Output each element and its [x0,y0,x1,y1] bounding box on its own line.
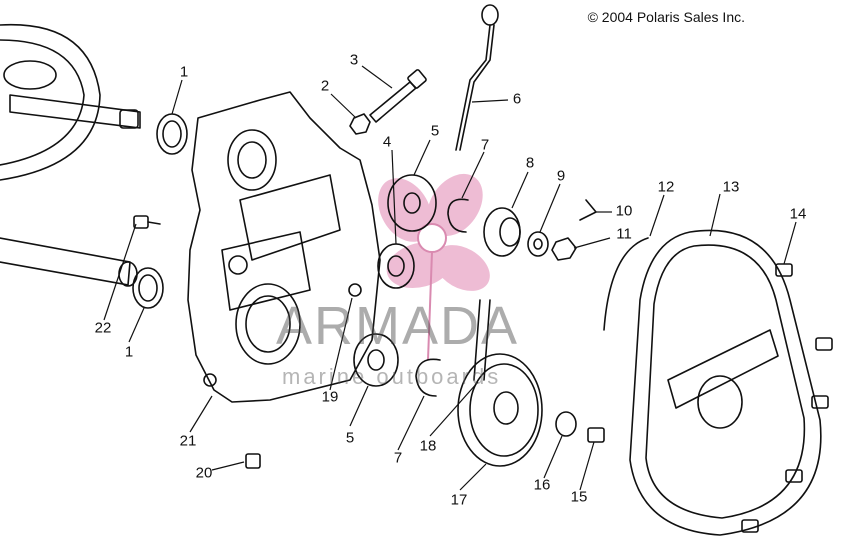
leader-lines [103,65,797,491]
snap-ring-7-upper [447,198,469,233]
callout-8: 8 [525,154,535,172]
nut-2 [349,113,371,135]
callout-7-lower: 7 [393,449,403,467]
callout-9: 9 [556,167,566,185]
watermark-flower-icon [378,173,490,291]
watermark-flower-center [417,223,447,361]
drive-shaft [0,237,138,287]
chain-18 [473,299,491,381]
callout-13: 13 [722,178,740,196]
callout-2: 2 [320,77,330,95]
chaincase-cover-13 [629,229,822,536]
callout-14: 14 [789,205,807,223]
washer-5-upper [387,174,437,232]
washer-9 [527,231,549,257]
callout-20: 20 [195,464,213,482]
callout-19: 19 [321,388,339,406]
washer-5-lower [353,333,399,387]
watermark-title: ARMADA [276,296,520,356]
callout-1-upper: 1 [179,63,189,81]
callout-22: 22 [94,319,112,337]
callout-6: 6 [512,90,522,108]
copyright-notice: © 2004 Polaris Sales Inc. [587,9,745,25]
watermark-subtitle: marine outboards [282,364,502,389]
seal-lower [132,267,164,309]
callout-15: 15 [570,488,588,506]
dipstick-6 [455,4,499,151]
callout-1-lower: 1 [124,343,134,361]
screw-22 [133,215,161,229]
gear-8 [483,207,521,257]
callout-11: 11 [616,225,632,243]
seal-upper [156,113,188,155]
callout-18: 18 [419,437,437,455]
clutch-sheave [0,23,141,181]
cotter-pin-10 [579,199,597,221]
callout-4: 4 [382,133,392,151]
callout-5-lower: 5 [345,429,355,447]
drain-plug-20 [245,453,261,469]
cover-bolts-14 [741,263,833,533]
callout-12: 12 [657,178,675,196]
callout-21: 21 [179,432,197,450]
callout-10: 10 [615,202,633,220]
gear-17 [457,353,543,467]
callout-3: 3 [349,51,359,69]
wire-12 [603,237,649,331]
callout-16: 16 [533,476,551,494]
callout-17: 17 [450,491,468,509]
callout-7-upper: 7 [480,136,490,154]
callout-5-upper: 5 [430,122,440,140]
gearcase-housing [187,91,381,403]
washer-16 [555,411,577,437]
nut-11 [551,237,577,261]
snap-ring-7-lower [415,358,441,397]
bolt-3 [369,69,427,123]
bolt-15 [587,427,605,443]
